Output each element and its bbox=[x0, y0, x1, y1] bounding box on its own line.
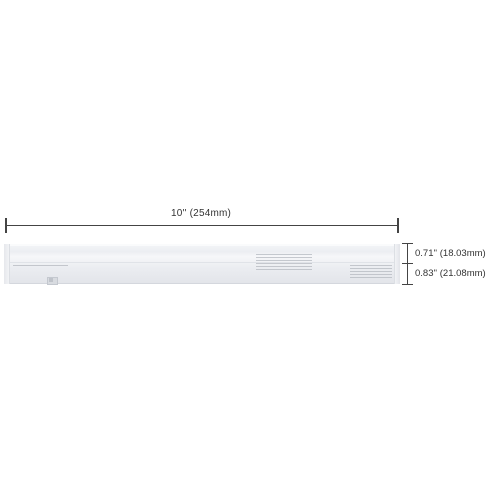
lower-height-dimension-label: 0.83'' (21.08mm) bbox=[415, 268, 486, 279]
length-dimension-label: 10'' (254mm) bbox=[170, 208, 232, 219]
light-bar-top-highlight bbox=[4, 244, 400, 246]
length-dimension-left-tick bbox=[5, 218, 7, 233]
specification-label-fine-print bbox=[256, 254, 312, 271]
light-bar-right-end-cap bbox=[394, 244, 400, 284]
height-dimension-middle-tick bbox=[402, 263, 413, 264]
power-switch-knob bbox=[49, 278, 53, 282]
light-bar-seam bbox=[4, 262, 400, 263]
height-dimension-top-tick bbox=[402, 243, 413, 244]
light-bar-left-end-cap bbox=[4, 244, 10, 284]
length-dimension-line bbox=[6, 225, 399, 226]
product-label-fine-print bbox=[13, 265, 68, 268]
height-dimension-bottom-tick bbox=[402, 284, 413, 285]
upper-height-dimension-label: 0.71'' (18.03mm) bbox=[415, 248, 486, 259]
under-cabinet-light-bar bbox=[4, 244, 400, 284]
height-dimension-line bbox=[407, 244, 408, 284]
warning-label-fine-print bbox=[350, 265, 392, 279]
length-dimension-right-tick bbox=[397, 218, 399, 233]
